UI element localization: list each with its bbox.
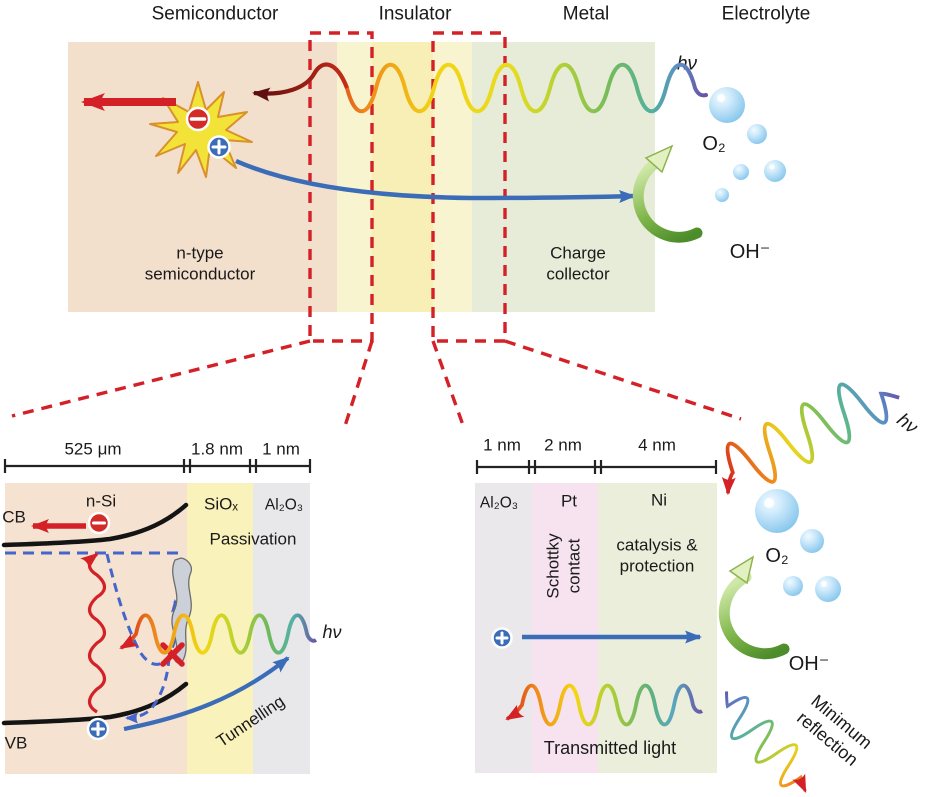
electron-icon [87, 511, 111, 535]
o2-label-top: O₂ [702, 132, 726, 155]
o2-bubbles-top [709, 87, 786, 202]
zoom-callout-line [431, 340, 466, 429]
transmitted-light-wave [505, 683, 704, 727]
alumina-label-left: Al₂O₃ [264, 496, 304, 514]
scale-label-525um: 525 μm [64, 439, 122, 459]
pt-label: Pt [560, 491, 578, 511]
photon-label-left: hν [322, 622, 342, 643]
zoom-callout-rect-left [308, 31, 374, 343]
header-label-electrolyte: Electrolyte [721, 3, 811, 25]
catalysis-protection-label: catalysis & protection [616, 535, 698, 575]
oer-cycle-arrowhead [644, 144, 674, 174]
oxygen-evolution-cycle-top [632, 87, 786, 243]
incident-light-wave-right [721, 382, 900, 496]
absorbed-photon-arrow [252, 62, 349, 102]
scale-label-2nm: 2 nm [544, 435, 582, 455]
scale-label-1-8nm: 1.8 nm [191, 439, 243, 459]
zoom-callout-dashed-lines [11, 31, 742, 429]
ni-layer [598, 483, 717, 773]
header-label-metal: Metal [562, 3, 610, 25]
scale-label-1nm-right: 1 nm [483, 435, 521, 455]
scale-ruler-right [475, 460, 718, 474]
charge-collector-label: Charge collector [546, 243, 610, 283]
o2-bubbles-right [755, 489, 841, 602]
siox-layer [187, 483, 253, 774]
electron-icon [185, 106, 211, 132]
alumina-label-right: Al₂O₃ [479, 494, 519, 512]
zoom-callout-line [504, 339, 742, 421]
oh-label-top: OH⁻ [729, 240, 771, 263]
metal-region [472, 42, 655, 312]
zoom-callout-line [11, 339, 311, 418]
oxygen-evolution-cycle-right [718, 489, 841, 660]
band-diagram [1, 502, 318, 741]
tunnelling-arrow [123, 656, 290, 732]
device-stack-top [68, 42, 655, 312]
insulator-core-band [372, 42, 433, 312]
hole-transport-arrow-top [235, 158, 636, 203]
blocked-recombination-x-icon [160, 642, 185, 667]
valence-band-label: VB [4, 733, 28, 753]
oer-cycle-arrowhead [728, 555, 755, 585]
semiconductor-region [68, 42, 337, 312]
hole-icon [86, 717, 110, 741]
o2-label-right: O₂ [765, 544, 789, 567]
conduction-band-label: CB [2, 507, 26, 527]
metal-stack [475, 483, 717, 773]
n-type-semiconductor-label: n-type semiconductor [144, 243, 256, 283]
conduction-band-curve [1, 502, 189, 548]
valence-band-curve [1, 681, 189, 726]
reflected-light-wave [725, 691, 807, 793]
n-si-label: n-Si [85, 491, 117, 511]
light-wave-left-panel [119, 613, 318, 655]
scale-label-4nm: 4 nm [638, 435, 676, 455]
oer-cycle-arrow [718, 571, 790, 660]
oh-label-right: OH⁻ [788, 652, 830, 675]
hole-icon [491, 627, 513, 649]
passivation-label: Passivation [209, 529, 297, 549]
incident-light-wave-top [345, 63, 708, 113]
photon-absorption-wiggle [80, 552, 107, 714]
header-label-insulator: Insulator [378, 3, 452, 25]
ni-label: Ni [650, 490, 668, 510]
transmitted-light-label: Transmitted light [543, 738, 677, 759]
header-label-semiconductor: Semiconductor [151, 3, 279, 25]
siox-label: SiOₓ [204, 494, 238, 514]
scale-label-1nm-left: 1 nm [262, 439, 300, 459]
metal-stack-artwork [491, 627, 704, 727]
zoom-callout-line [343, 340, 374, 427]
alumina-layer [253, 483, 310, 774]
hole-icon [207, 135, 231, 159]
photon-label-top: hν [676, 53, 698, 75]
scale-ruler-left [3, 459, 312, 473]
oer-cycle-arrow [632, 154, 703, 243]
recombination-path-2 [125, 656, 171, 724]
